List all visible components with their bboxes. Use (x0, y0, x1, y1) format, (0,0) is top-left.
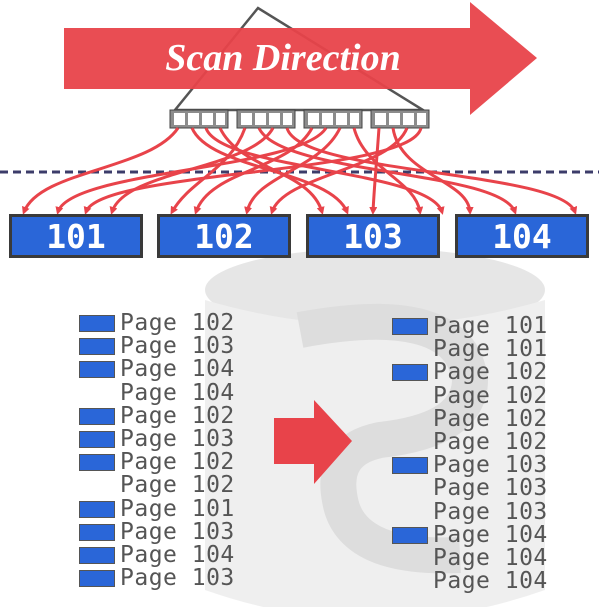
list-item: Page 104 (392, 521, 572, 548)
page-label: Page 103 (433, 452, 548, 479)
page-label: Page 104 (120, 356, 235, 383)
buffer-page-104: 104 (455, 214, 589, 258)
list-item: Page 103 (79, 565, 259, 592)
list-item: Page 103 (392, 475, 572, 502)
page-label: Page 101 (120, 495, 235, 522)
page-label: Page 103 (120, 565, 235, 592)
list-item: Page 104 (392, 544, 572, 571)
list-item: Page 102 (392, 382, 572, 409)
buffer-page-103: 103 (306, 214, 440, 258)
page-label: Page 102 (120, 310, 235, 336)
page-label: Page 104 (120, 541, 235, 568)
page-label: Page 101 (433, 336, 548, 363)
page-label: Page 103 (433, 475, 548, 502)
page-label: Page 101 (433, 313, 548, 339)
list-item: Page 102 (79, 310, 259, 336)
page-marker (79, 338, 115, 356)
page-label: Page 103 (120, 333, 235, 360)
page-label: Page 102 (433, 428, 548, 455)
page-label: Page 103 (120, 518, 235, 545)
page-label: Page 102 (433, 382, 548, 409)
list-item: Page 104 (79, 541, 259, 568)
scan-direction-arrow: Scan Direction (64, 2, 537, 115)
page-marker (79, 500, 115, 518)
scan-direction-label: Scan Direction (165, 37, 400, 79)
page-label: Page 102 (120, 472, 235, 499)
page-label: Page 104 (433, 544, 548, 571)
page-marker (392, 364, 428, 382)
list-item: Page 101 (392, 336, 572, 363)
list-item: Page 103 (79, 425, 259, 452)
list-item: Page 102 (79, 449, 259, 476)
page-marker (79, 407, 115, 425)
list-item: Page 102 (79, 472, 259, 499)
page-marker (79, 523, 115, 541)
list-item: Page 104 (79, 356, 259, 383)
list-item: Page 101 (392, 313, 572, 339)
buffer-page-101: 101 (9, 214, 143, 258)
list-item: Page 103 (392, 498, 572, 525)
page-marker (79, 430, 115, 448)
page-marker (392, 457, 428, 475)
list-item: Page 102 (79, 402, 259, 429)
list-item: Page 103 (79, 333, 259, 360)
page-label: Page 104 (433, 568, 548, 595)
page-label: Page 104 (433, 521, 548, 548)
list-item: Page 104 (392, 568, 572, 595)
page-marker (392, 526, 428, 544)
list-item: Page 101 (79, 495, 259, 522)
page-label: Page 104 (120, 379, 235, 406)
page-marker (79, 315, 115, 332)
list-item: Page 102 (392, 405, 572, 432)
page-label: Page 103 (433, 498, 548, 525)
page-label: Page 102 (120, 449, 235, 476)
list-item: Page 103 (392, 452, 572, 479)
page-label: Page 103 (120, 425, 235, 452)
list-item: Page 102 (392, 428, 572, 455)
database-watermark-icon (205, 248, 545, 607)
page-marker (79, 570, 115, 588)
page-label: Page 102 (433, 359, 548, 386)
buffer-page-102: 102 (157, 214, 291, 258)
page-label: Page 102 (433, 405, 548, 432)
sort-arrow (274, 400, 352, 484)
page-marker (79, 361, 115, 379)
page-marker (79, 546, 115, 564)
page-marker (79, 454, 115, 472)
list-item: Page 102 (392, 359, 572, 386)
list-item: Page 104 (79, 379, 259, 406)
page-label: Page 102 (120, 402, 235, 429)
pointer-arrows (22, 127, 578, 215)
page-marker (392, 318, 428, 335)
list-item: Page 103 (79, 518, 259, 545)
